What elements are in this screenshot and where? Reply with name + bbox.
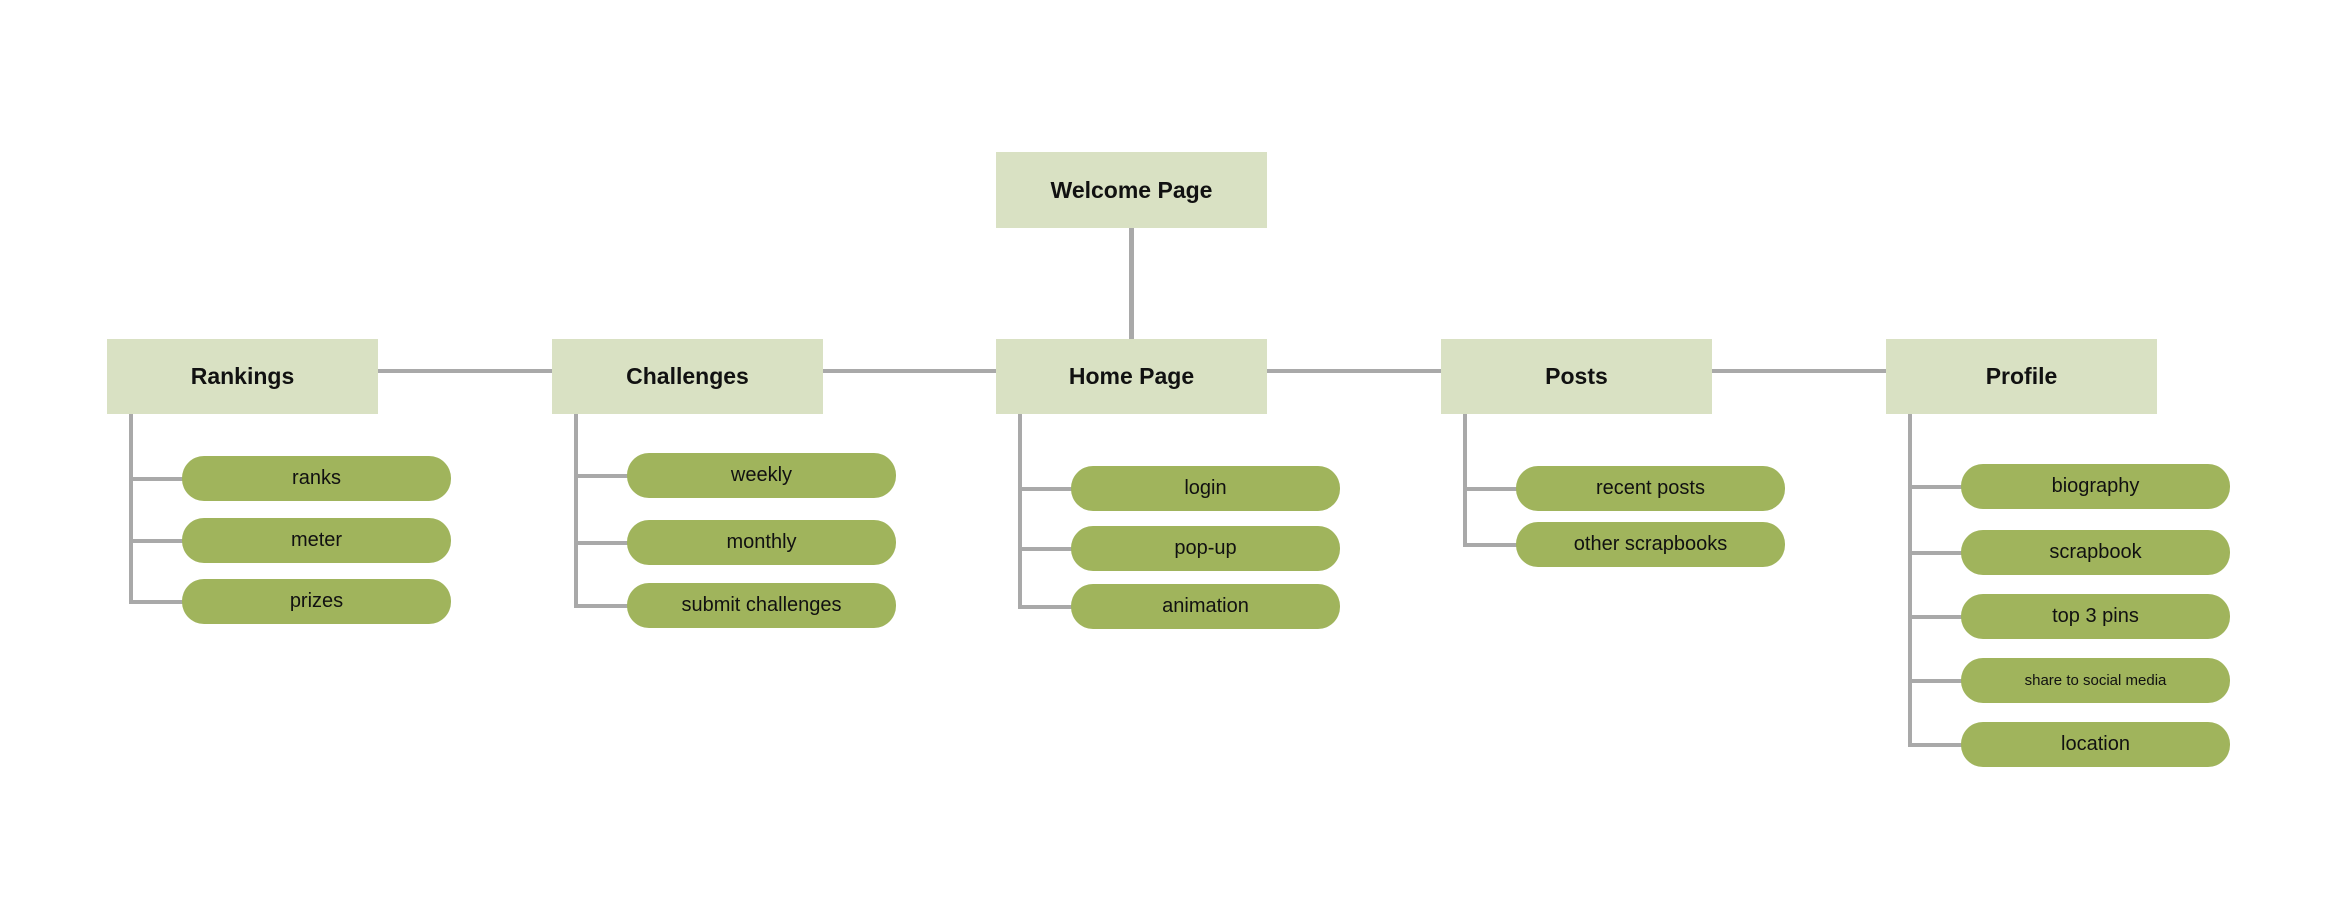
- node-label: animation: [1162, 595, 1249, 617]
- node-meter[interactable]: meter: [182, 518, 451, 563]
- node-label: top 3 pins: [2052, 605, 2139, 627]
- node-label: share to social media: [2024, 672, 2167, 689]
- node-label: Welcome Page: [1050, 176, 1213, 203]
- node-login[interactable]: login: [1071, 466, 1340, 511]
- node-label: Rankings: [190, 363, 295, 389]
- connector-stub-prizes: [129, 599, 186, 604]
- connector-stub-recent-posts: [1463, 486, 1520, 491]
- node-label: meter: [290, 529, 343, 551]
- node-prizes[interactable]: prizes: [182, 579, 451, 624]
- connector-root-to-home-page: [1129, 228, 1134, 339]
- node-ranks[interactable]: ranks: [182, 456, 451, 501]
- node-animation[interactable]: animation: [1071, 584, 1340, 629]
- connector-stub-scrapbook: [1908, 550, 1965, 555]
- node-submit-challenges[interactable]: submit challenges: [627, 583, 896, 628]
- node-top-3-pins[interactable]: top 3 pins: [1961, 594, 2230, 639]
- connector-stub-other-scrapbooks: [1463, 542, 1520, 547]
- node-monthly[interactable]: monthly: [627, 520, 896, 565]
- connector-spine-challenges: [574, 414, 578, 608]
- node-label: submit challenges: [681, 594, 842, 616]
- connector-stub-animation: [1018, 604, 1075, 609]
- node-other-scrapbooks[interactable]: other scrapbooks: [1516, 522, 1785, 567]
- node-label: login: [1184, 477, 1227, 499]
- connector-spine-home-page: [1018, 414, 1022, 609]
- node-posts[interactable]: Posts: [1441, 339, 1712, 414]
- node-location[interactable]: location: [1961, 722, 2230, 767]
- node-home-page[interactable]: Home Page: [996, 339, 1267, 414]
- connector-home-page-to-posts: [1267, 369, 1441, 373]
- node-share-to-social-media[interactable]: share to social media: [1961, 658, 2230, 703]
- node-label: weekly: [730, 464, 793, 486]
- node-scrapbook[interactable]: scrapbook: [1961, 530, 2230, 575]
- node-label: prizes: [289, 590, 344, 612]
- node-label: location: [2061, 733, 2130, 755]
- connector-stub-submit-challenges: [574, 603, 631, 608]
- node-weekly[interactable]: weekly: [627, 453, 896, 498]
- connector-stub-share-to-social-media: [1908, 678, 1965, 683]
- node-label: scrapbook: [2049, 541, 2142, 563]
- node-recent-posts[interactable]: recent posts: [1516, 466, 1785, 511]
- connector-spine-posts: [1463, 414, 1467, 547]
- node-label: Challenges: [626, 363, 749, 389]
- connector-posts-to-profile: [1712, 369, 1886, 373]
- connector-stub-weekly: [574, 473, 631, 478]
- node-biography[interactable]: biography: [1961, 464, 2230, 509]
- connector-challenges-to-home-page: [823, 369, 996, 373]
- connector-stub-location: [1908, 742, 1965, 747]
- node-label: monthly: [726, 531, 797, 553]
- node-label: recent posts: [1596, 477, 1705, 499]
- connector-rankings-to-challenges: [378, 369, 552, 373]
- node-challenges[interactable]: Challenges: [552, 339, 823, 414]
- node-welcome-page[interactable]: Welcome Page: [996, 152, 1267, 228]
- node-label: pop-up: [1174, 537, 1237, 559]
- connector-stub-monthly: [574, 540, 631, 545]
- connector-stub-ranks: [129, 476, 186, 481]
- node-label: Home Page: [1068, 363, 1195, 389]
- connector-spine-profile: [1908, 414, 1912, 747]
- node-profile[interactable]: Profile: [1886, 339, 2157, 414]
- connector-stub-top-3-pins: [1908, 614, 1965, 619]
- connector-stub-login: [1018, 486, 1075, 491]
- node-label: ranks: [292, 467, 341, 489]
- node-pop-up[interactable]: pop-up: [1071, 526, 1340, 571]
- node-label: other scrapbooks: [1573, 533, 1728, 555]
- connector-spine-rankings: [129, 414, 133, 604]
- node-label: Profile: [1985, 363, 2058, 389]
- node-label: biography: [2051, 475, 2140, 497]
- connector-stub-biography: [1908, 484, 1965, 489]
- connector-stub-meter: [129, 538, 186, 543]
- node-label: Posts: [1545, 363, 1608, 389]
- connector-stub-pop-up: [1018, 546, 1075, 551]
- node-rankings[interactable]: Rankings: [107, 339, 378, 414]
